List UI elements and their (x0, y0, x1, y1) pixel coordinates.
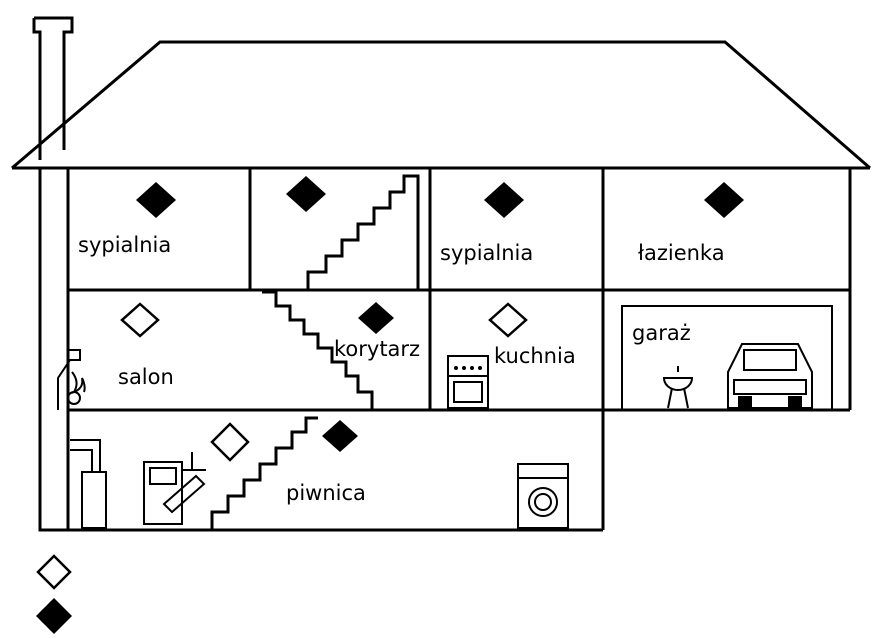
chimney (32, 16, 74, 160)
furnace-icon (143, 452, 206, 525)
label-hallway: korytarz (334, 337, 420, 361)
legend-hollow-diamond-icon (36, 554, 72, 590)
staircase-middle (262, 290, 374, 410)
detector-markers (120, 176, 744, 462)
hollow-diamond-icon (210, 422, 250, 462)
legend (36, 554, 72, 634)
room-dividers (248, 168, 605, 410)
staircase-upper (306, 174, 420, 290)
filled-diamond-icon (322, 420, 358, 452)
car-icon (727, 343, 813, 409)
label-living-room: salon (118, 365, 174, 389)
hollow-diamond-icon (488, 302, 528, 338)
stove-icon (447, 355, 489, 409)
filled-diamond-icon (136, 182, 176, 218)
washing-machine-icon (517, 463, 569, 529)
filled-diamond-icon (484, 182, 524, 218)
label-garage: garaż (632, 321, 691, 345)
roof (11, 40, 871, 170)
legend-filled-diamond-icon (36, 598, 72, 634)
label-bathroom: łazienka (638, 241, 725, 265)
fireplace-icon (57, 349, 86, 410)
hollow-diamond-icon (120, 302, 160, 338)
floors (68, 288, 850, 412)
label-bedroom-right: sypialnia (440, 241, 533, 265)
label-kitchen: kuchnia (494, 344, 576, 368)
filled-diamond-icon (704, 182, 744, 218)
filled-diamond-icon (286, 176, 326, 212)
label-basement: piwnica (286, 481, 366, 505)
filled-diamond-icon (358, 302, 394, 334)
label-bedroom-left: sypialnia (78, 233, 171, 257)
garage-frame (621, 305, 833, 410)
outer-walls (38, 168, 852, 532)
staircase-basement (210, 416, 318, 530)
water-heater-icon (70, 439, 107, 529)
grill-icon (662, 366, 694, 409)
